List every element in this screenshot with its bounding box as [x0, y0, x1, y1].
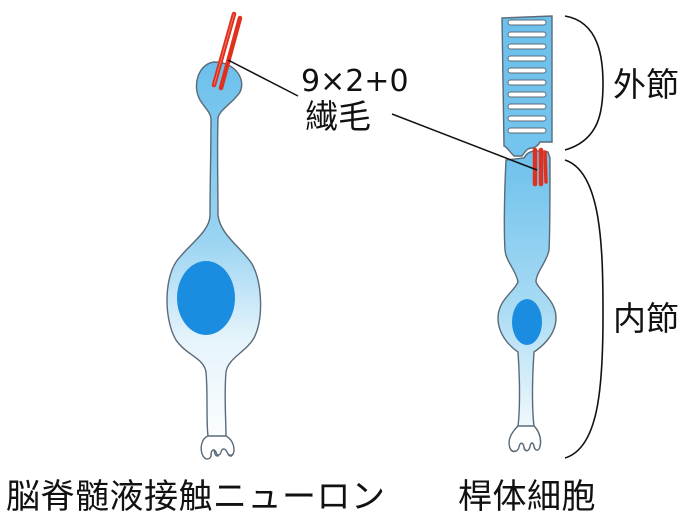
csf-neuron-body — [167, 62, 261, 458]
rod-cell-caption: 桿体細胞 — [458, 480, 596, 514]
csf-neuron-cell — [167, 14, 261, 459]
rod-terminal — [509, 426, 540, 451]
csf-neuron-nucleus — [177, 261, 235, 335]
cilium-formula-label: 9×2+0 — [301, 67, 409, 97]
csf-neuron-terminal — [201, 436, 234, 459]
rod-cell — [498, 16, 556, 452]
rod-cilium — [535, 150, 546, 184]
rod-nucleus — [512, 299, 542, 345]
outer-segment-bracket — [565, 16, 603, 150]
outer-segment-label: 外節 — [613, 68, 679, 101]
inner-segment-bracket — [565, 160, 603, 458]
inner-segment-label: 内節 — [613, 302, 679, 335]
csf-neuron-caption: 脳脊髄液接触ニューロン — [6, 480, 386, 514]
cilium-name-label: 繊毛 — [305, 100, 371, 133]
